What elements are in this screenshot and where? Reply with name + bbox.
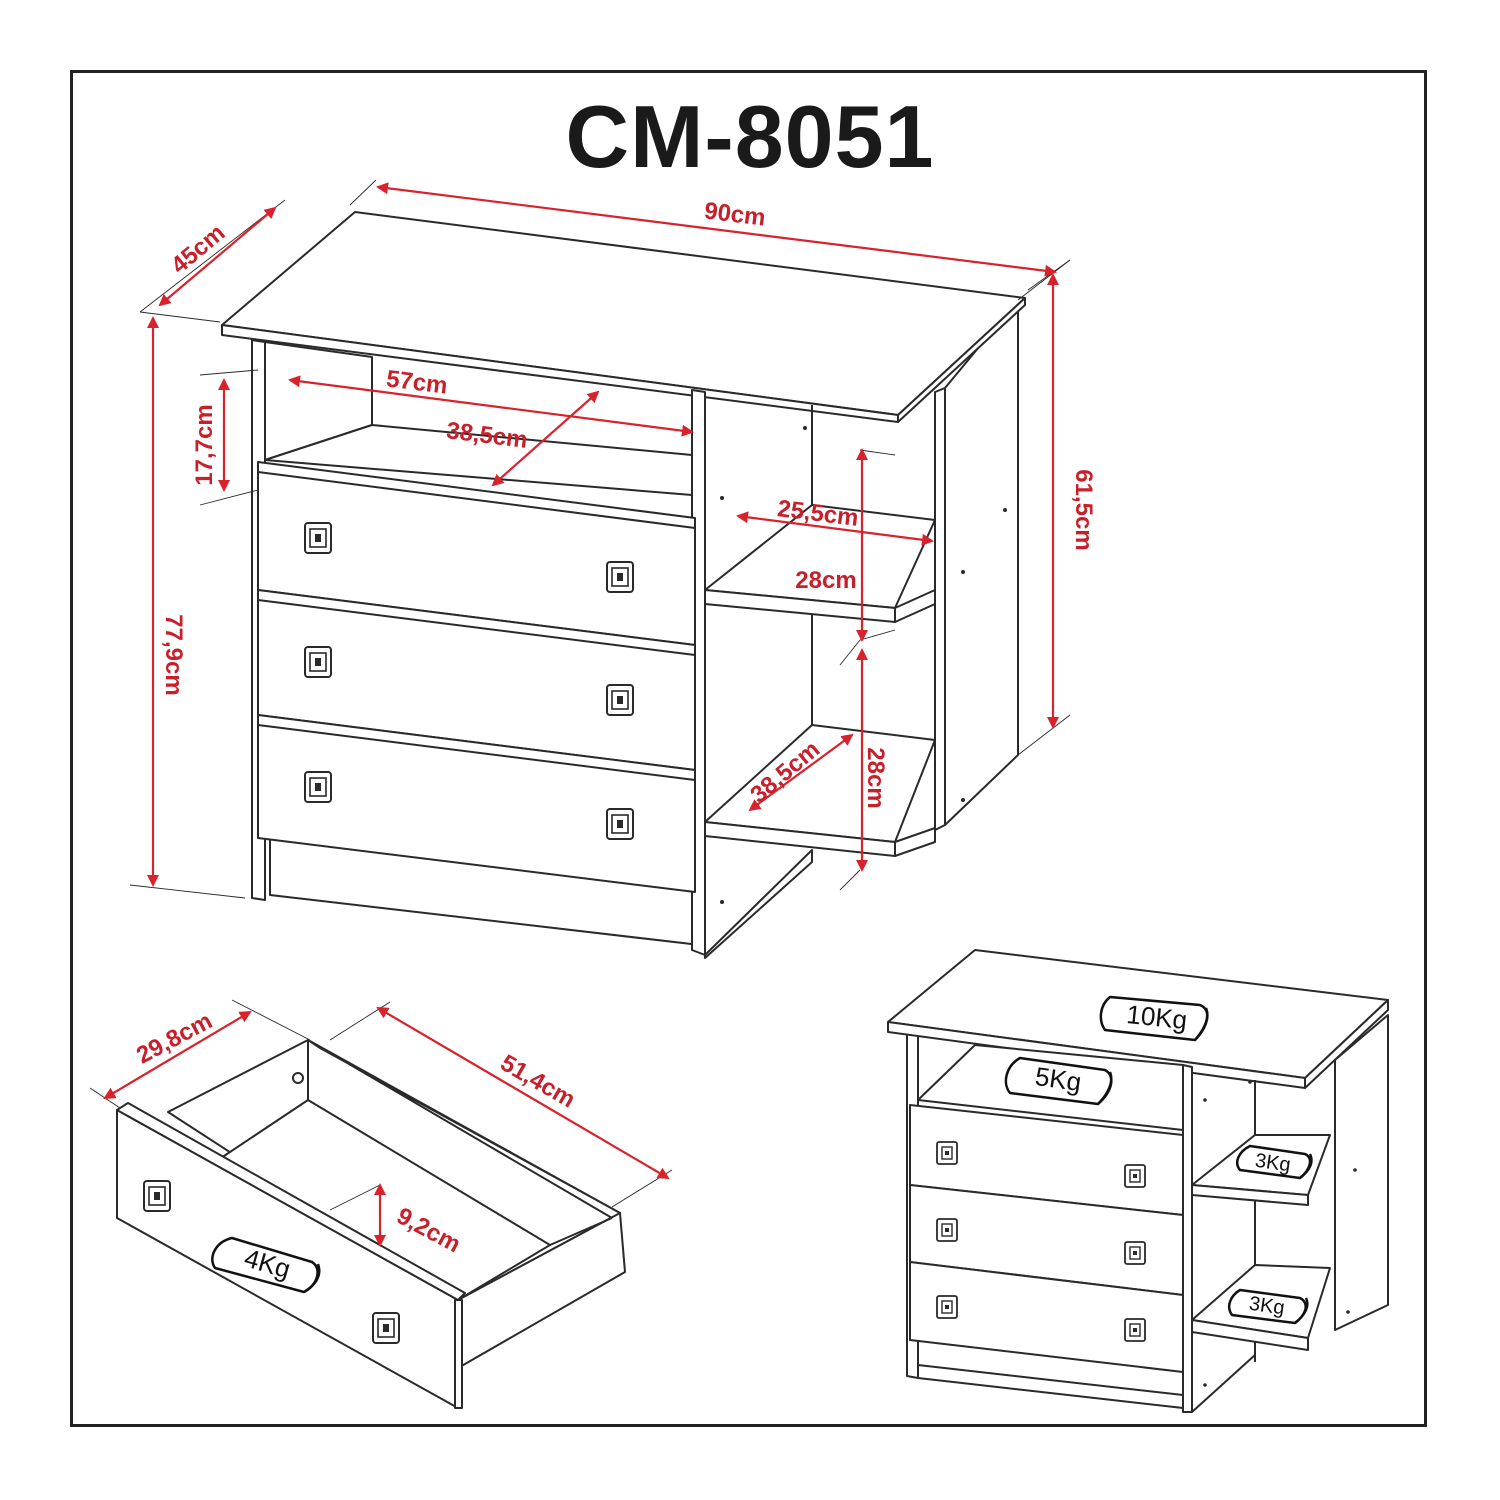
weight-shelf-lower: 3Kg: [1248, 1293, 1286, 1320]
drawer-hole: [292, 1072, 304, 1084]
dim-total-height: 77,9cm: [160, 614, 187, 695]
weight-dresser: [887, 949, 1389, 1413]
dim-total-width: 90cm: [703, 197, 767, 231]
weight-dresser-dots: [1203, 1080, 1357, 1387]
weight-shelf-upper: 3Kg: [1254, 1150, 1292, 1177]
weight-top: 10Kg: [1125, 999, 1189, 1035]
dim-drawer-width: 51,4cm: [496, 1049, 580, 1113]
dim-upper-space-height: 28cm: [795, 567, 856, 594]
weight-labels: 10Kg 5Kg 3Kg 3Kg 4Kg: [241, 999, 1292, 1319]
weight-niche: 5Kg: [1033, 1061, 1083, 1097]
drawer-dimension-arrows: [103, 1006, 670, 1247]
weight-tags: [211, 995, 1313, 1325]
dim-right-height: 61,5cm: [1070, 469, 1097, 550]
dim-lower-space-height: 28cm: [862, 747, 889, 808]
product-code-title: CM-8051: [565, 87, 935, 186]
diagram-frame: [70, 70, 1427, 1427]
main-dresser-small-dots: [720, 426, 1007, 904]
dim-niche-height: 17,7cm: [191, 404, 218, 485]
dimension-arrows: [147, 182, 1059, 887]
